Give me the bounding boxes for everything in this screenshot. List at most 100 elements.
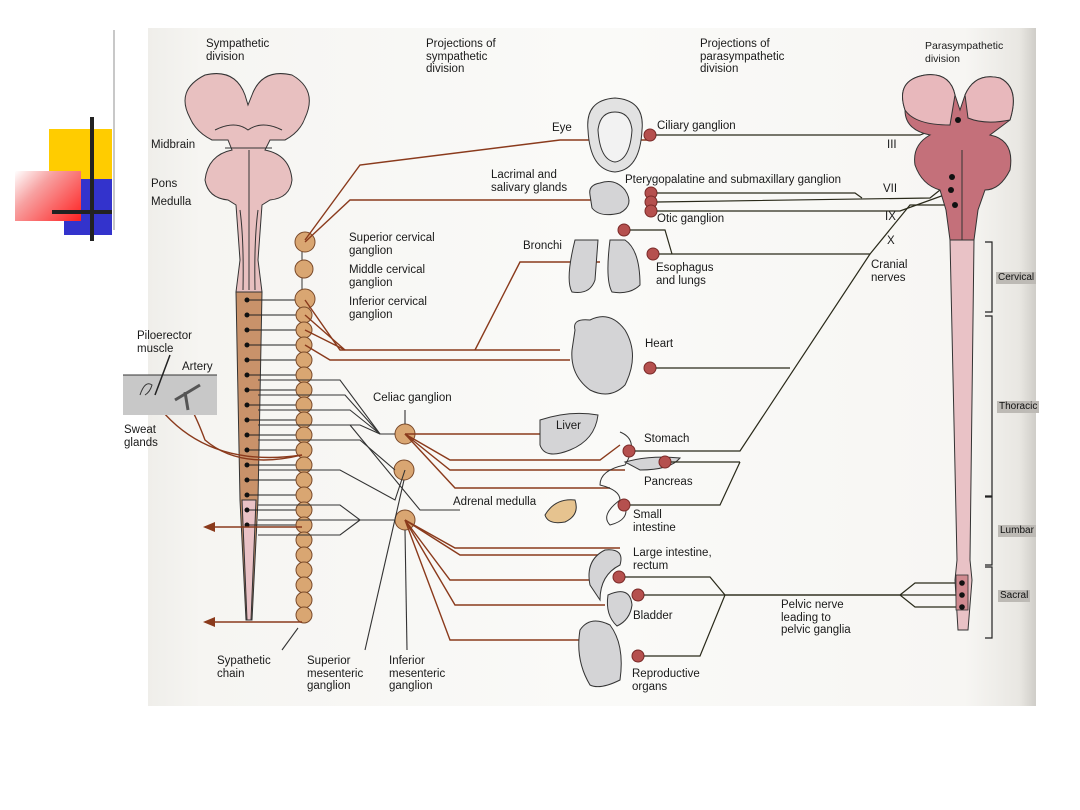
esophagus-ganglion-dot: [617, 223, 631, 237]
label-artery: Artery: [182, 361, 213, 373]
label-bladder: Bladder: [633, 610, 673, 622]
chain-ganglion: [295, 306, 313, 324]
chain-ganglion: [295, 576, 313, 594]
cord-neuron-dot: [244, 477, 250, 483]
reproductive-ganglion-dot: [631, 649, 645, 663]
chain-ganglion: [295, 321, 313, 339]
chain-ganglion: [294, 259, 314, 279]
pancreas-ganglion-dot: [658, 455, 672, 469]
cord-neuron-dot: [244, 312, 250, 318]
label-lacrimal-salivary: Lacrimal and salivary glands: [491, 169, 568, 194]
sympathetic-fibers: [149, 139, 648, 641]
chain-ganglion: [295, 411, 313, 429]
label-middle-cervical-ganglion: Middle cervical ganglion: [349, 264, 426, 289]
chain-ganglion: [295, 336, 313, 354]
label-eye: Eye: [552, 122, 572, 134]
label-medulla: Medulla: [151, 196, 192, 208]
decor-vertical-bar: [90, 117, 94, 241]
stomach-ganglion-dot: [622, 444, 636, 458]
label-piloerector-muscle: Piloerector muscle: [137, 330, 192, 355]
small-intestine-ganglion-dot: [617, 498, 631, 512]
sympathetic-arrows: [203, 522, 215, 627]
spinal-region-brackets: [985, 241, 993, 639]
label-esophagus-lungs: Esophagus and lungs: [656, 262, 714, 287]
preganglionic-splanchnic: [258, 379, 460, 651]
arrow-left-icon: [203, 522, 215, 532]
slide-divider: [113, 30, 115, 230]
chain-ganglion: [295, 366, 313, 384]
chain-ganglion: [295, 561, 313, 579]
header-sympathetic-division: Sympathetic division: [206, 38, 270, 63]
label-ciliary-ganglion: Ciliary ganglion: [657, 120, 736, 132]
cord-neuron-dot: [244, 492, 250, 498]
label-pterygopalatine-ganglion: Pterygopalatine and submaxillary ganglio…: [625, 174, 842, 186]
parasympathetic-spinal-cord: [949, 239, 975, 631]
chain-ganglion: [295, 426, 313, 444]
label-cranial-nerve-x: X: [887, 235, 895, 247]
chain-ganglion: [295, 456, 313, 474]
label-large-intestine: Large intestine, rectum: [633, 547, 712, 572]
chain-ganglion: [295, 471, 313, 489]
header-projections-parasympathetic: Projections of parasympathetic division: [700, 38, 785, 75]
adrenal-organ: [544, 499, 577, 524]
chain-ganglion: [295, 531, 313, 549]
ciliary-ganglion-dot: [643, 128, 657, 142]
label-inferior-mesenteric-ganglion: Inferior mesenteric ganglion: [389, 655, 446, 692]
sympathetic-cord-neurons: [244, 297, 302, 528]
label-sympathetic-chain: Sypathetic chain: [217, 655, 271, 680]
cord-neuron-dot: [244, 297, 250, 303]
cord-neuron-dot: [244, 402, 250, 408]
cord-neuron-dot: [244, 417, 250, 423]
cord-neuron-dot: [244, 372, 250, 378]
cord-neuron-dot: [244, 327, 250, 333]
arrow-left-icon: [203, 617, 215, 627]
label-reproductive-organs: Reproductive organs: [632, 668, 700, 693]
label-pons: Pons: [151, 178, 178, 190]
cord-neuron-dot: [244, 387, 250, 393]
chain-ganglion: [295, 606, 313, 624]
label-pelvic-nerve: Pelvic nerve leading to pelvic ganglia: [781, 599, 851, 636]
chain-ganglion: [295, 351, 313, 369]
liver-organ: [539, 412, 599, 455]
heart-organ: [571, 316, 633, 395]
cord-neuron-dot: [244, 522, 250, 528]
label-bronchi: Bronchi: [523, 240, 562, 252]
bladder-ganglion-dot: [631, 588, 645, 602]
label-heart: Heart: [645, 338, 674, 350]
parasympathetic-fibers: [625, 119, 960, 657]
large-intestine-ganglion-dot: [612, 570, 626, 584]
organs: [539, 97, 681, 688]
cord-neuron-dot: [244, 342, 250, 348]
chain-ganglion: [295, 501, 313, 519]
sympathetic-brainstem: [184, 73, 310, 293]
label-midbrain: Midbrain: [151, 139, 196, 151]
label-lumbar: Lumbar: [998, 525, 1036, 537]
reproductive-organ: [578, 620, 622, 688]
heart-ganglion-dot: [643, 361, 657, 375]
cord-neuron-dot: [244, 432, 250, 438]
cord-neuron-dot: [244, 507, 250, 513]
decor-horizontal-bar: [52, 210, 112, 214]
skin-inset: [123, 354, 217, 415]
label-superior-cervical-ganglion: Superior cervical ganglion: [349, 232, 435, 257]
salivary-gland: [589, 181, 630, 216]
label-cranial-nerve-vii: VII: [883, 183, 898, 195]
label-inferior-cervical-ganglion: Inferior cervical ganglion: [349, 296, 427, 321]
label-thoracic: Thoracic: [997, 401, 1040, 413]
lungs: [568, 239, 641, 294]
parasympathetic-brainstem: [902, 74, 1014, 241]
label-small-intestine: Small intestine: [633, 509, 676, 534]
cord-neuron-dot: [244, 462, 250, 468]
brainstem-nuclei: [948, 117, 965, 610]
chain-ganglion: [295, 381, 313, 399]
face-organ: [587, 97, 643, 173]
label-adrenal-medulla: Adrenal medulla: [453, 496, 537, 508]
chain-ganglion: [295, 396, 313, 414]
label-cranial-nerve-iii: III: [887, 139, 897, 151]
label-cranial-nerves: Cranial nerves: [871, 259, 908, 284]
otic-ganglion-dot: [644, 204, 658, 218]
label-cranial-nerve-ix: IX: [885, 211, 896, 223]
chain-ganglion: [295, 546, 313, 564]
bladder-organ: [606, 591, 633, 627]
